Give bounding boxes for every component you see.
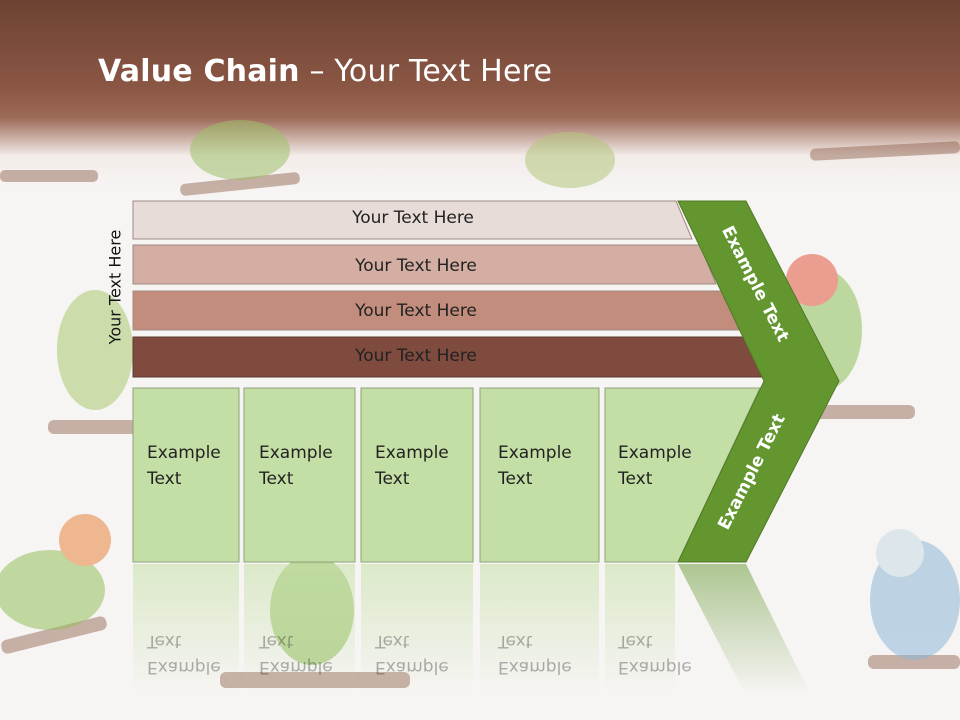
box-label-5: Example Text: [618, 440, 692, 492]
box-label-3: Example Text: [375, 440, 449, 492]
box-label-2-line2: Text: [259, 469, 294, 489]
page-title: Value Chain – Your Text Here: [98, 54, 552, 89]
box-reflection: [133, 564, 239, 694]
box-label-5-line1: Example: [618, 443, 692, 463]
bar-label-4: Your Text Here: [355, 346, 477, 366]
box-label-3-line1: Example: [375, 443, 449, 463]
chevron-reflection: [678, 564, 810, 694]
bird-head-shape: [786, 254, 838, 306]
perch-shape: [868, 655, 960, 669]
box-label-3-line2: Text: [375, 469, 410, 489]
box-reflection: [480, 564, 599, 694]
perch-shape: [0, 170, 98, 182]
reflection-line1: Example: [259, 657, 333, 677]
bird-shape: [57, 290, 133, 410]
bar-label-1: Your Text Here: [352, 208, 474, 228]
box-label-1: Example Text: [147, 440, 221, 492]
bird-shape: [525, 132, 615, 188]
reflection-line1: Example: [498, 657, 572, 677]
bar-shape-2: [132, 244, 717, 285]
perch-shape: [1, 616, 107, 654]
bar-label-3: Your Text Here: [355, 301, 477, 321]
box-reflection: [361, 564, 473, 694]
box-label-1-line1: Example: [147, 443, 221, 463]
box-label-4: Example Text: [498, 440, 572, 492]
bird-shape: [190, 120, 290, 180]
bar-shape-1: [132, 200, 693, 240]
reflection-line1: Example: [618, 657, 692, 677]
title-bold: Value Chain: [98, 54, 300, 89]
perch-shape: [810, 141, 960, 161]
box-label-reflection: Example Text: [147, 628, 221, 680]
box-label-reflection: Example Text: [259, 628, 333, 680]
title-rest: – Your Text Here: [299, 54, 553, 89]
box-label-reflection: Example Text: [375, 628, 449, 680]
box-shape-3: [360, 387, 474, 563]
reflection-line1: Example: [375, 657, 449, 677]
box-label-4-line1: Example: [498, 443, 572, 463]
bar-shape-3: [132, 290, 740, 331]
box-label-5-line2: Text: [618, 469, 653, 489]
bar-label-2: Your Text Here: [355, 256, 477, 276]
box-reflection: [605, 564, 675, 694]
reflection-line2: Text: [259, 631, 294, 651]
perch-shape: [48, 420, 138, 434]
box-label-reflection: Example Text: [618, 628, 692, 680]
chevron-shape: [677, 200, 840, 563]
box-shape-1: [132, 387, 240, 563]
bird-head-shape: [59, 514, 111, 566]
reflection-line1: Example: [147, 657, 221, 677]
box-label-4-line2: Text: [498, 469, 533, 489]
reflection-line2: Text: [375, 631, 410, 651]
box-shape-2: [243, 387, 356, 563]
perch-shape: [180, 172, 300, 196]
reflection-line2: Text: [147, 631, 182, 651]
box-shape-4: [479, 387, 600, 563]
box-label-2: Example Text: [259, 440, 333, 492]
bird-head-shape: [876, 529, 924, 577]
vertical-label: Your Text Here: [100, 222, 130, 352]
reflection-line2: Text: [618, 631, 653, 651]
bird-shape: [0, 550, 105, 630]
perch-shape: [810, 405, 915, 419]
box-label-reflection: Example Text: [498, 628, 572, 680]
box-label-2-line1: Example: [259, 443, 333, 463]
vertical-label-text: Your Text Here: [105, 229, 125, 345]
box-label-1-line2: Text: [147, 469, 182, 489]
reflection-line2: Text: [498, 631, 533, 651]
header-band: [0, 0, 960, 190]
box-reflection: [244, 564, 355, 694]
